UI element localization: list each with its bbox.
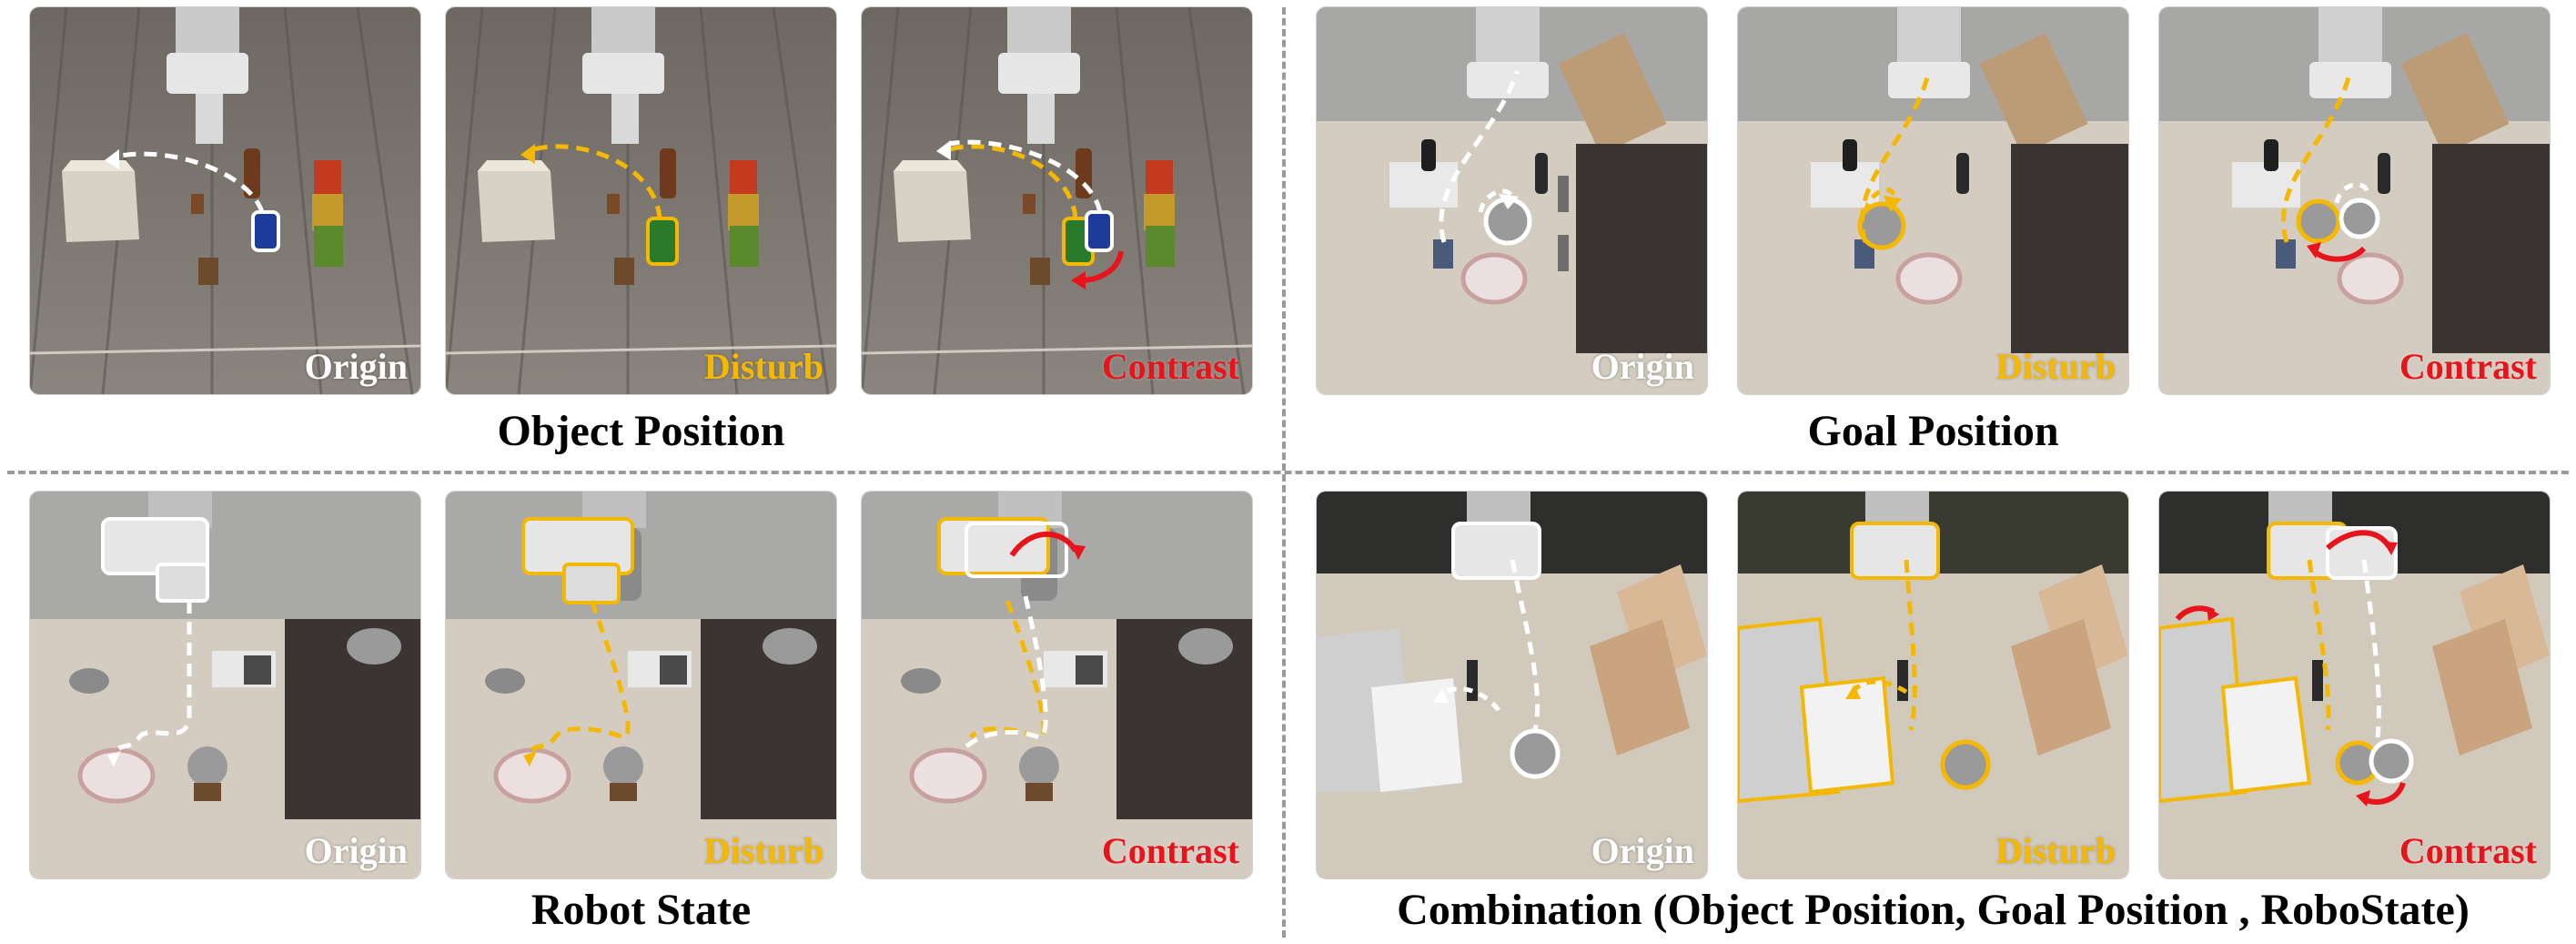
combination-disturb-panel: Disturb [1738,492,2128,878]
contrast-label-goal: Contrast [2399,346,2537,387]
goal-position-disturb-image [1738,7,2128,394]
combination-caption: Combination (Object Position, Goal Posit… [1397,886,2470,934]
combination-contrast-panel: Contrast [2159,492,2550,878]
goal-position-origin-image [1317,7,1707,394]
robot-state-disturb-panel: Disturb [446,492,836,878]
combination-origin-panel: Origin [1317,492,1707,878]
robot-state-contrast-panel: Contrast [862,492,1252,878]
combination-contrast-image [2159,492,2550,878]
disturb-label-goal: Disturb [1995,346,2116,387]
combination-origin-image [1317,492,1707,878]
contrast-label-robot: Contrast [1101,830,1239,871]
object-position-origin-image [30,7,420,394]
contrast-label: Contrast [1101,346,1239,387]
robot-state-disturb-image [446,492,836,878]
goal-position-contrast-image [2159,7,2550,394]
object-position-caption: Object Position [497,407,785,455]
robot-state-caption: Robot State [530,886,752,934]
object-position-disturb-image [446,7,836,394]
disturb-label: Disturb [703,346,823,387]
origin-label-robot: Origin [304,830,408,871]
disturb-label-robot: Disturb [703,830,823,871]
contrast-label-combination: Contrast [2399,830,2537,871]
goal-position-caption: Goal Position [1807,407,2059,455]
origin-label-combination: Origin [1591,830,1694,871]
goal-position-disturb-panel: Disturb [1738,7,2128,394]
combination-disturb-image [1738,492,2128,878]
robot-state-origin-image [30,492,420,878]
origin-label: Origin [304,346,408,387]
object-position-contrast-panel: Contrast [862,7,1252,394]
object-position-disturb-panel: Disturb [446,7,836,394]
goal-position-contrast-panel: Contrast [2159,7,2550,394]
object-position-contrast-image [862,7,1252,394]
robot-state-contrast-image [862,492,1252,878]
robot-state-origin-panel: Origin [30,492,420,878]
object-position-origin-panel: Origin [30,7,420,394]
disturb-label-combination: Disturb [1995,830,2116,871]
goal-position-origin-panel: Origin [1317,7,1707,394]
origin-label-goal: Origin [1591,346,1694,387]
horizontal-divider [7,471,2569,474]
